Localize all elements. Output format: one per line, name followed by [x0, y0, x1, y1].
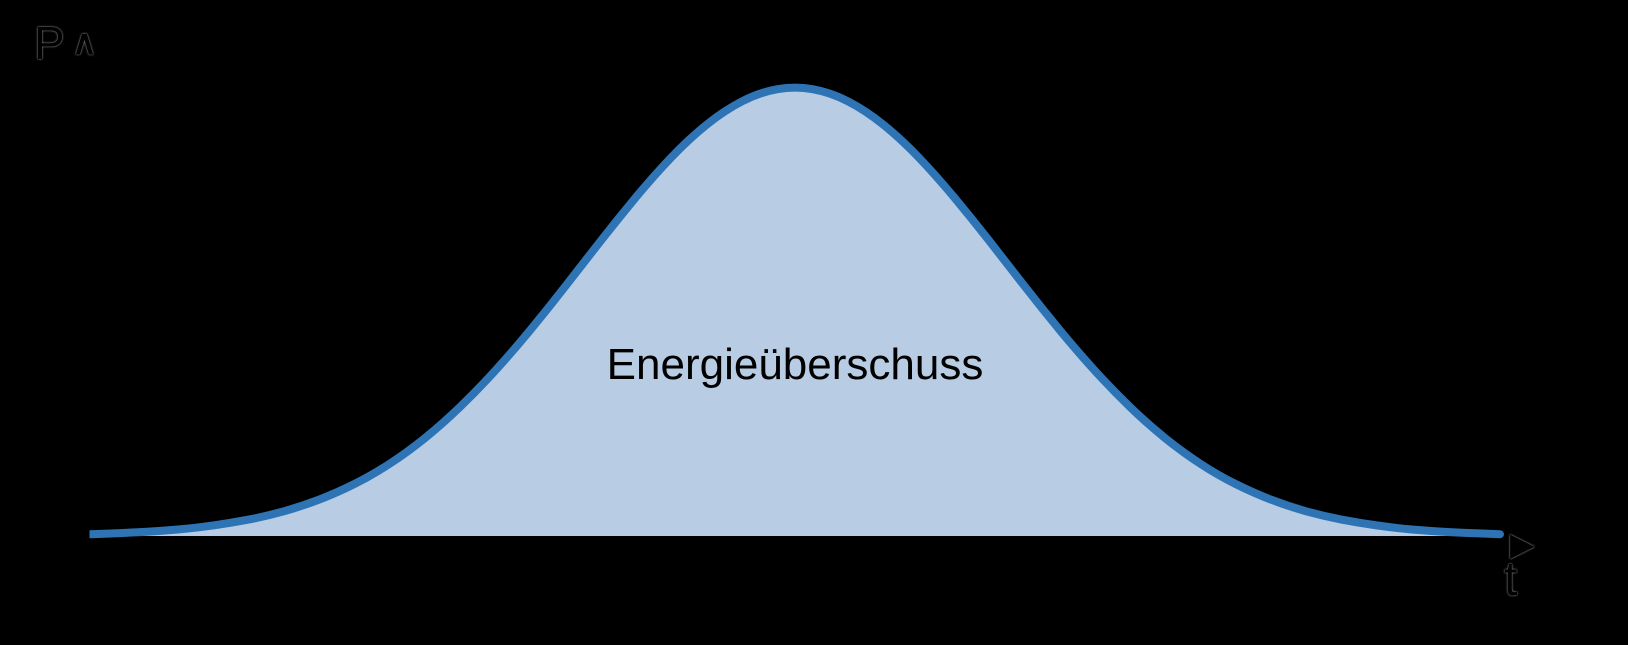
energy-surplus-annotation: Energieüberschuss [606, 340, 984, 389]
y-axis-arrow-icon: ∧ [72, 24, 97, 62]
power-curve-line [86, 83, 1504, 539]
x-axis-label: t [1504, 553, 1518, 606]
y-axis-label: P [34, 17, 65, 69]
x-axis-arrow-icon: ▶ [1510, 526, 1535, 562]
energy-surplus-area [90, 87, 1500, 536]
